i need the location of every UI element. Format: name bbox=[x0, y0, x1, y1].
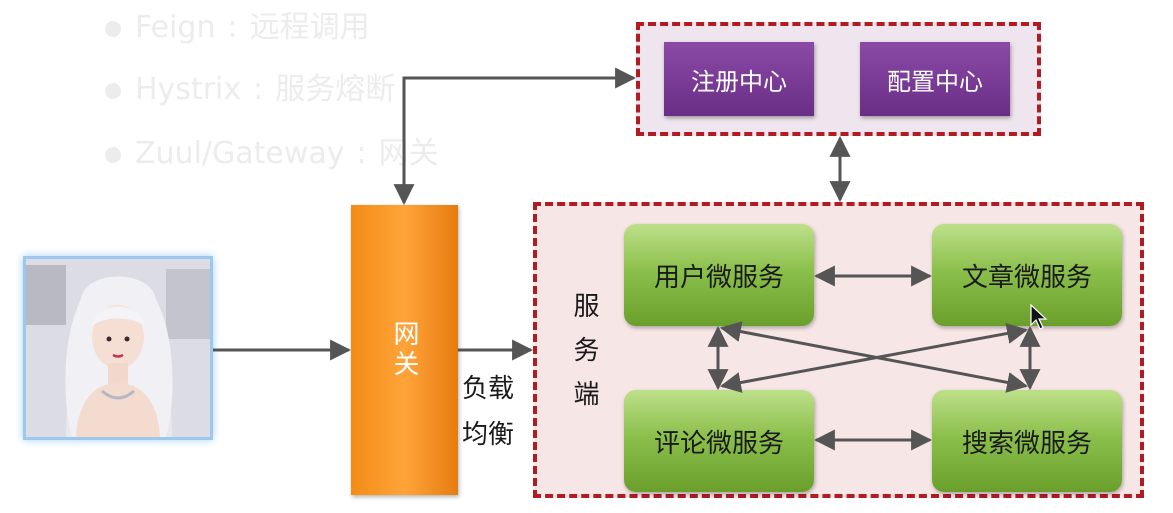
search-service-box: 搜索微服务 bbox=[932, 390, 1122, 492]
client-avatar-image bbox=[23, 256, 213, 440]
comment-service-label: 评论微服务 bbox=[653, 428, 784, 459]
bullet-item: Hystrix:服务熔断 bbox=[105, 64, 395, 108]
arrow-gateway-registry bbox=[393, 67, 637, 206]
server-label: 服务端 bbox=[569, 292, 599, 424]
gateway-label: 网关 bbox=[389, 320, 419, 380]
config-center-label: 配置中心 bbox=[887, 67, 983, 96]
article-service-box: 文章微服务 bbox=[932, 224, 1122, 326]
article-service-label: 文章微服务 bbox=[961, 262, 1092, 293]
bullet-item: Feign:远程调用 bbox=[105, 2, 370, 46]
gateway-box: 网关 bbox=[351, 205, 458, 495]
mouse-cursor-icon bbox=[1030, 304, 1048, 330]
bullet-name: Zuul/Gateway bbox=[135, 136, 345, 171]
bullet-name: Hystrix bbox=[135, 72, 242, 107]
bullet-dot-icon bbox=[105, 20, 121, 37]
bullet-dot-icon bbox=[105, 146, 121, 163]
user-service-label: 用户微服务 bbox=[653, 262, 784, 293]
arrow-comment-article bbox=[719, 323, 1029, 393]
search-service-label: 搜索微服务 bbox=[961, 428, 1092, 459]
load-balance-label: 负载均衡 bbox=[462, 374, 515, 450]
bullet-name: Feign bbox=[135, 10, 216, 45]
bullet-dot-icon bbox=[105, 82, 121, 99]
bullet-desc: 服务熔断 bbox=[275, 72, 396, 107]
user-service-box: 用户微服务 bbox=[624, 224, 814, 326]
config-center-box: 配置中心 bbox=[860, 42, 1010, 116]
registry-center-box: 注册中心 bbox=[664, 42, 814, 116]
registry-center-label: 注册中心 bbox=[691, 67, 787, 96]
avatar-illustration bbox=[26, 259, 210, 437]
comment-service-box: 评论微服务 bbox=[624, 390, 814, 492]
bullet-desc: 远程调用 bbox=[249, 10, 370, 45]
